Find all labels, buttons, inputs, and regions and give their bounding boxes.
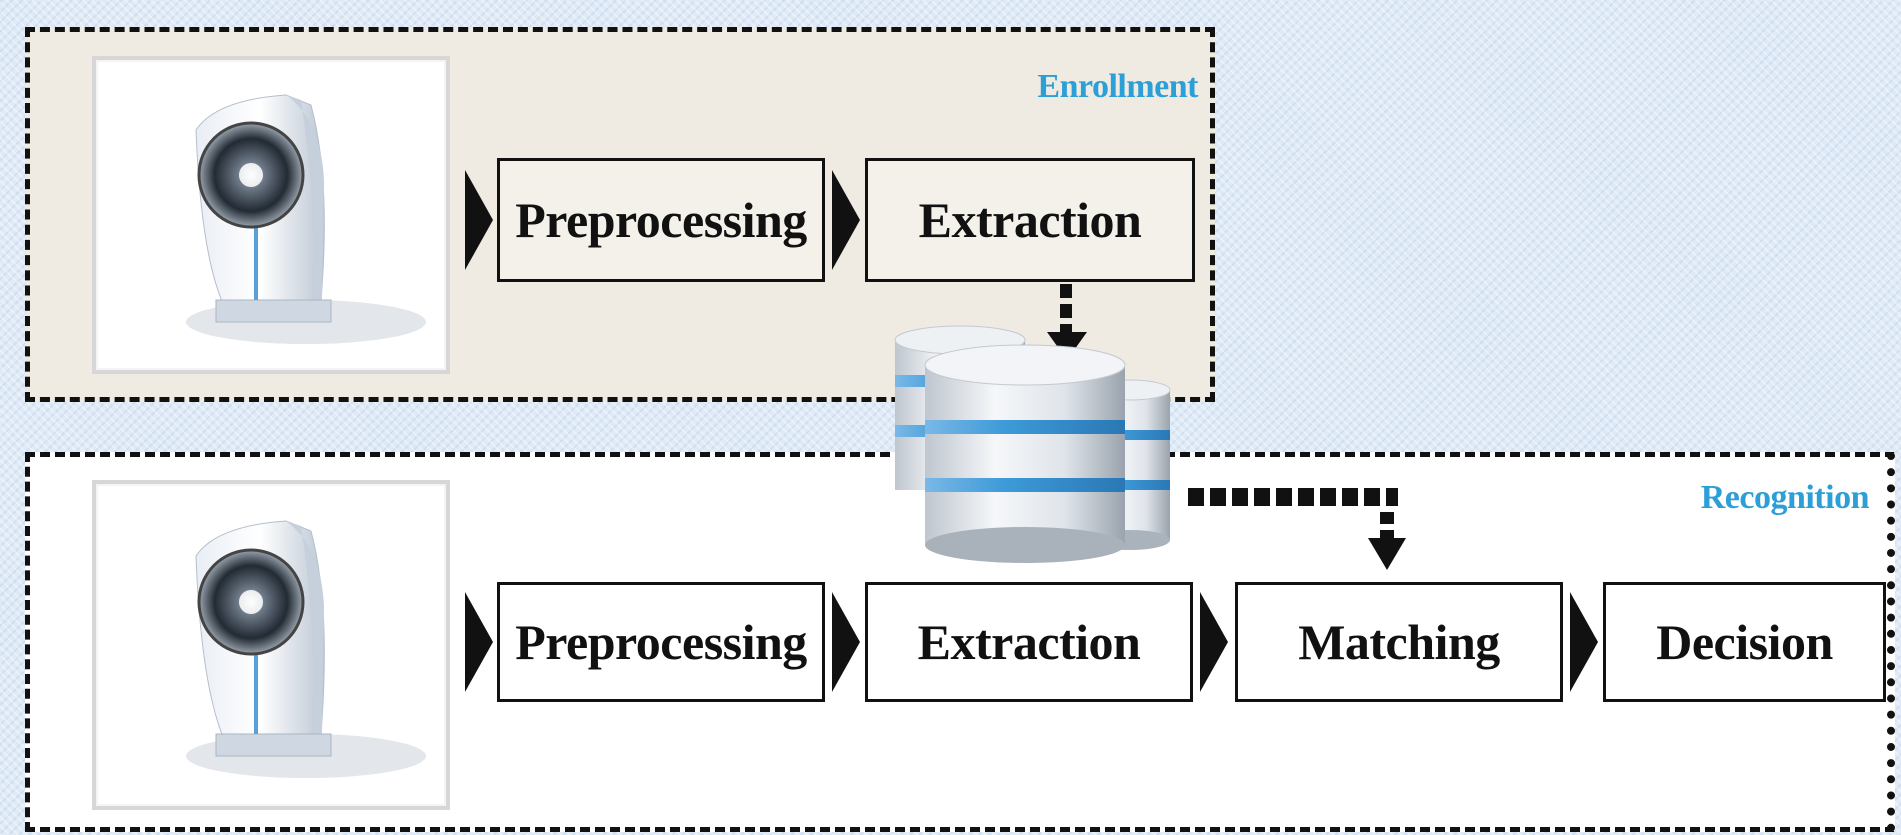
chevron-right-icon bbox=[1200, 592, 1228, 692]
recognition-matching-box: Matching bbox=[1235, 582, 1563, 702]
chevron-right-icon bbox=[832, 170, 860, 270]
chevron-right-icon bbox=[832, 592, 860, 692]
enrollment-preprocessing-box: Preprocessing bbox=[497, 158, 825, 282]
chevron-right-icon bbox=[465, 170, 493, 270]
recognition-extraction-box: Extraction bbox=[865, 582, 1193, 702]
enrollment-extraction-box: Extraction bbox=[865, 158, 1195, 282]
iris-scanner-icon bbox=[92, 480, 450, 810]
database-icon bbox=[894, 325, 1171, 563]
enroll-to-database-arrow bbox=[1047, 284, 1087, 360]
recognition-decision-box: Decision bbox=[1603, 582, 1886, 702]
enrollment-label: Enrollment bbox=[1037, 68, 1198, 105]
iris-scanner-icon bbox=[92, 56, 450, 374]
chevron-right-icon bbox=[1570, 592, 1598, 692]
recognition-label: Recognition bbox=[1700, 479, 1870, 516]
database-to-matching-arrow bbox=[1188, 488, 1406, 570]
recognition-preprocessing-box: Preprocessing bbox=[497, 582, 825, 702]
chevron-right-icon bbox=[465, 592, 493, 692]
